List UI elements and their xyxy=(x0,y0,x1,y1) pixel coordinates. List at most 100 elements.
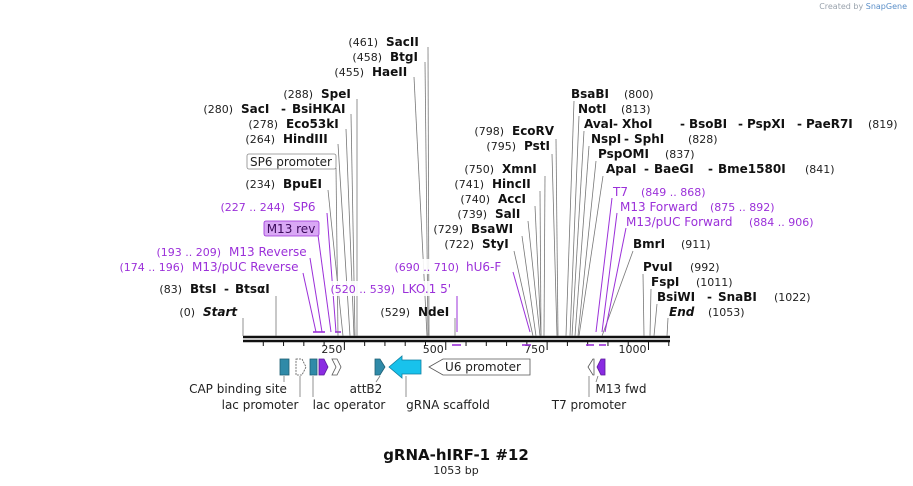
enzyme-label: NotI xyxy=(578,102,607,116)
enzyme-label: PvuI xyxy=(643,260,673,274)
feature-label: T7 promoter xyxy=(551,398,627,412)
enzyme-label: ApaI xyxy=(606,162,636,176)
end-label: End xyxy=(669,305,695,319)
created-by-credit: Created by SnapGene xyxy=(819,2,907,11)
primer-label: M13/pUC Forward xyxy=(626,215,733,229)
enzyme-label: AvaI xyxy=(584,117,613,131)
enzyme-label: BsiWI xyxy=(657,290,695,304)
feature-leaders xyxy=(283,375,599,397)
site-pos: (729) xyxy=(433,223,463,236)
svg-text:-: - xyxy=(680,117,685,131)
ruler-tick-label: 1000 xyxy=(619,343,647,356)
site-pos: (828) xyxy=(688,133,718,146)
primer-range: (227 .. 244) xyxy=(220,201,285,214)
m13-rev-feature-shape xyxy=(318,358,329,376)
site-pos: (741) xyxy=(454,178,484,191)
ruler-tick-label: 250 xyxy=(321,343,342,356)
primer-marks xyxy=(313,331,606,346)
site-pos: (280) xyxy=(203,103,233,116)
sp6-promoter-box xyxy=(246,153,337,170)
grna-scaffold-shape xyxy=(388,355,422,379)
primer-range: (884 .. 906) xyxy=(749,216,814,229)
site-pos: (992) xyxy=(690,261,720,274)
enzyme-label: BtsαI xyxy=(235,282,270,296)
right-primer-labels: T7 (849 .. 868) M13 Forward (875 .. 892)… xyxy=(612,185,814,229)
primer-range: (193 .. 209) xyxy=(156,246,221,259)
feature-label: gRNA scaffold xyxy=(406,398,490,412)
start-label: Start xyxy=(203,305,238,319)
primer-range: (174 .. 196) xyxy=(119,261,184,274)
svg-text:-: - xyxy=(224,282,229,296)
feature-label: U6 promoter xyxy=(445,360,521,374)
primer-label: M13/pUC Reverse xyxy=(192,260,299,274)
site-pos: (837) xyxy=(665,148,695,161)
svg-text:-: - xyxy=(707,290,712,304)
lac-operator-shape xyxy=(309,358,318,376)
enzyme-label: BaeGI xyxy=(654,162,694,176)
enzyme-label: BsiHKAI xyxy=(292,102,346,116)
site-pos: (795) xyxy=(486,140,516,153)
site-pos: (278) xyxy=(248,118,278,131)
feature-labels: CAP binding site lac promoter lac operat… xyxy=(189,360,646,412)
site-pos: (800) xyxy=(624,88,654,101)
enzyme-label: SacII xyxy=(386,35,419,49)
enzyme-label: BmrI xyxy=(633,237,665,251)
enzyme-label: SalI xyxy=(495,207,520,221)
enzyme-label: HincII xyxy=(492,177,531,191)
t7-promoter-shape xyxy=(587,358,595,376)
enzyme-label: AccI xyxy=(498,192,526,206)
sp6-promoter-shape xyxy=(331,358,342,376)
snapgene-brand: SnapGene xyxy=(865,2,907,11)
feature-label: attB2 xyxy=(350,382,383,396)
enzyme-label: HindIII xyxy=(283,132,328,146)
features xyxy=(279,355,606,379)
svg-text:-: - xyxy=(613,117,618,131)
map-length: 1053 bp xyxy=(433,464,478,477)
site-pos: (234) xyxy=(245,178,275,191)
left-primer-labels: (227 .. 244) SP6 (193 .. 209) M13 Revers… xyxy=(119,200,315,274)
feature-label: M13 fwd xyxy=(596,382,647,396)
site-pos: (911) xyxy=(681,238,711,251)
enzyme-label: PaeR7I xyxy=(806,117,853,131)
enzyme-label: Bme1580I xyxy=(718,162,786,176)
svg-text:-: - xyxy=(738,117,743,131)
svg-text:-: - xyxy=(708,162,713,176)
enzyme-label: PspXI xyxy=(747,117,785,131)
site-pos: (1011) xyxy=(696,276,733,289)
sp6-promoter-label: SP6 promoter xyxy=(250,155,332,169)
enzyme-label: SphI xyxy=(634,132,664,146)
site-pos: (288) xyxy=(283,88,313,101)
primer-leaders xyxy=(302,197,627,333)
enzyme-label: NdeI xyxy=(418,305,449,319)
site-pos: (750) xyxy=(464,163,494,176)
site-pos: (264) xyxy=(245,133,275,146)
primer-label: hU6-F xyxy=(466,260,501,274)
site-pos: (1022) xyxy=(774,291,811,304)
enzyme-label: PstI xyxy=(524,139,550,153)
feature-label: CAP binding site xyxy=(189,382,287,396)
primer-label: T7 xyxy=(612,185,628,199)
enzyme-label: BtsI xyxy=(190,282,217,296)
ruler-ticks: 250 500 750 1000 xyxy=(262,342,670,356)
enzyme-label: Eco53kI xyxy=(286,117,339,131)
svg-text:-: - xyxy=(644,162,649,176)
feature-label: lac operator xyxy=(313,398,386,412)
attb2-shape xyxy=(374,358,386,376)
site-pos: (798) xyxy=(474,125,504,138)
site-pos: (1053) xyxy=(708,306,745,319)
enzyme-label: NspI xyxy=(591,132,621,146)
left-enzyme-labels: (461) SacII (458) BtgI (455) HaeII (288)… xyxy=(159,35,449,319)
enzyme-label: HaeII xyxy=(372,65,407,79)
backbone xyxy=(243,335,670,343)
enzyme-label: SacI xyxy=(241,102,269,116)
svg-text:-: - xyxy=(797,117,802,131)
u6-promoter-shape xyxy=(428,358,531,376)
cap-binding-site-shape xyxy=(279,358,290,376)
ruler-tick-label: 500 xyxy=(423,343,444,356)
enzyme-label: StyI xyxy=(482,237,509,251)
enzyme-label: EcoRV xyxy=(512,124,555,138)
enzyme-label: XmnI xyxy=(502,162,537,176)
ruler-tick-label: 750 xyxy=(524,343,545,356)
enzyme-label: SnaBI xyxy=(718,290,757,304)
